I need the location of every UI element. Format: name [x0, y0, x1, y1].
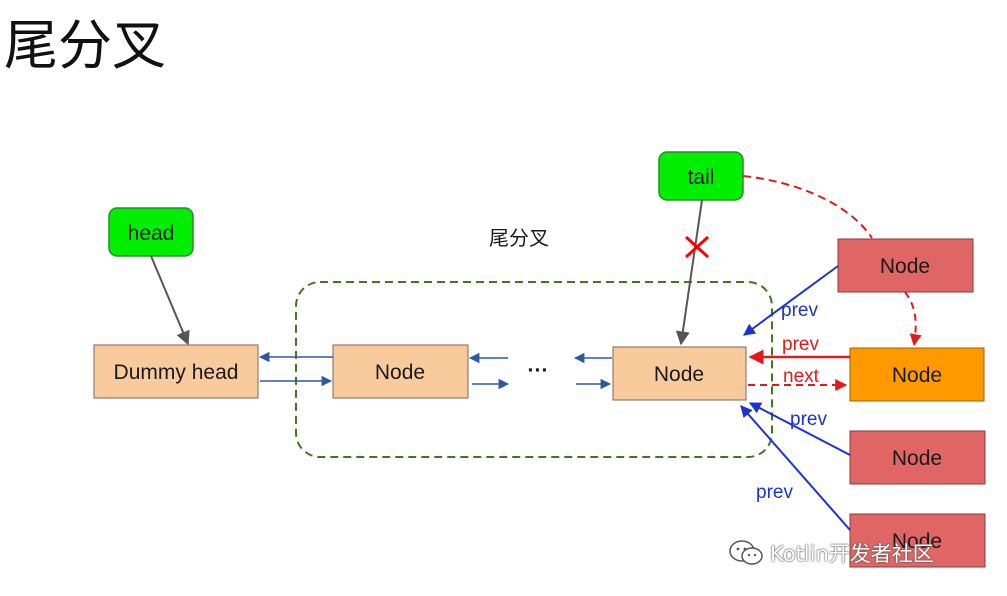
forked-mid-node-label: Node — [892, 447, 942, 470]
prev-label-mid: prev — [790, 409, 827, 430]
prev-label-top: prev — [781, 300, 818, 321]
page-title: 尾分叉 — [4, 14, 166, 77]
fork-region-label: 尾分叉 — [489, 226, 549, 250]
chain-node-label: Node — [375, 361, 425, 384]
head-pointer-label: head — [128, 222, 175, 245]
new-tail-node-label: Node — [892, 364, 942, 387]
dummy-head-label: Dummy head — [114, 361, 239, 384]
fork-region-border — [295, 281, 773, 458]
watermark: Kotlin开发者社区 — [728, 536, 934, 570]
prev-label-new-tail: prev — [782, 334, 819, 355]
forked-mid-node-box — [849, 430, 986, 485]
prev-arrow-bottom — [740, 405, 851, 531]
dummy-head-box — [93, 344, 259, 399]
tail-to-node-arrow — [675, 199, 703, 346]
prev-arrow-mid — [748, 402, 851, 456]
forked-bottom-node-box — [849, 513, 986, 568]
wechat-icon — [729, 540, 763, 565]
forked-top-to-new-tail-dashed — [904, 291, 922, 347]
prev-label-bottom: prev — [756, 482, 793, 503]
cross-mark-icon — [684, 235, 710, 259]
chain-ellipsis: ··· — [528, 359, 549, 382]
forked-top-node-box — [837, 238, 974, 293]
tail-node-box — [612, 346, 747, 401]
chain-node-box — [332, 344, 469, 399]
next-label-new-tail: next — [783, 366, 820, 387]
tail-node-label: Node — [654, 363, 704, 386]
head-pointer-box — [108, 207, 194, 257]
forked-bottom-node-label: Node — [892, 530, 942, 553]
prev-arrow-top — [743, 265, 839, 336]
forked-top-node-label: Node — [880, 255, 930, 278]
head-to-dummy-arrow — [150, 255, 190, 346]
tail-to-forked-top-dashed — [742, 175, 873, 239]
new-tail-node-box — [849, 347, 985, 402]
watermark-text: Kotlin开发者社区 — [770, 542, 934, 566]
tail-pointer-label: tail — [688, 166, 715, 189]
